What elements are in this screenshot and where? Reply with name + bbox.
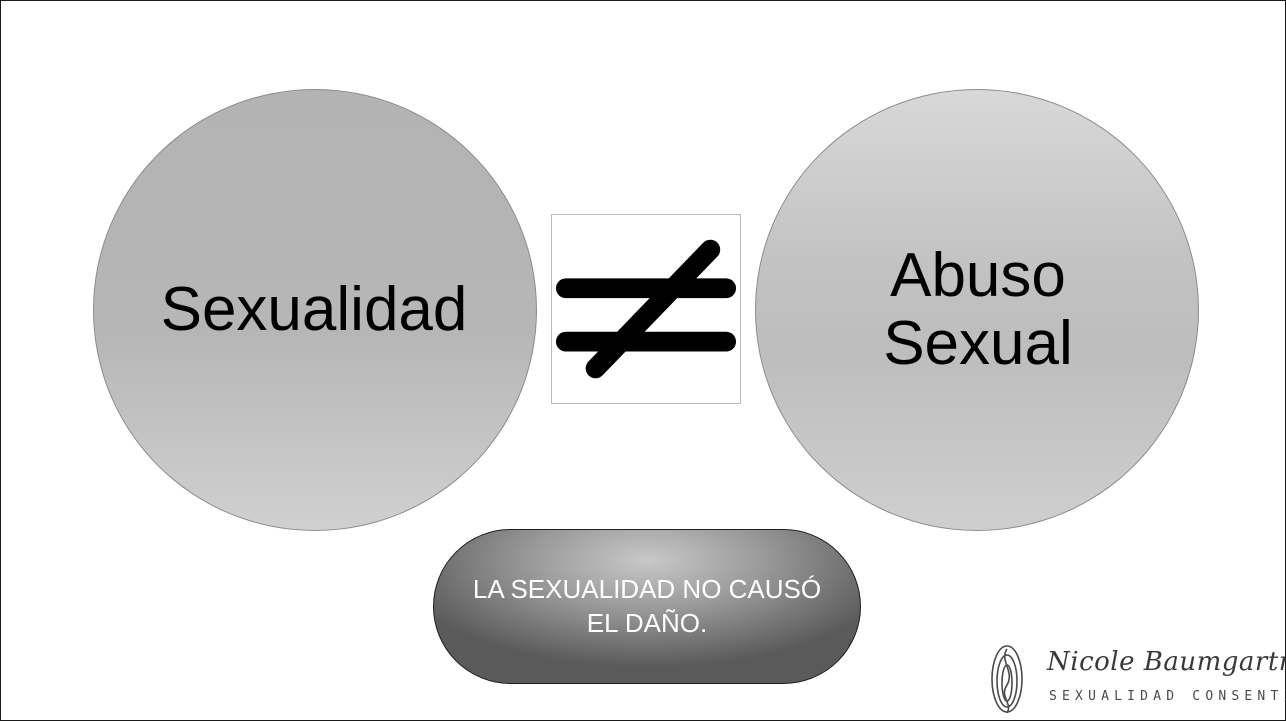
not-equal-box	[551, 214, 741, 404]
logo-tagline: SEXUALIDAD CONSENTIDA	[1049, 689, 1286, 704]
logo-name: Nicole Baumgartner	[1047, 647, 1286, 677]
callout-text: LA SEXUALIDAD NO CAUSÓ EL DAÑO.	[472, 574, 822, 638]
abuso-label: Abuso	[890, 240, 1066, 310]
brand-logo: Nicole Baumgartner SEXUALIDAD CONSENTIDA	[985, 639, 1286, 719]
not-equal-icon	[555, 239, 737, 379]
sexualidad-label: Sexualidad	[160, 275, 468, 344]
sexualidad-circle: Sexualidad	[93, 89, 537, 531]
leaf-logo-icon	[991, 645, 1023, 714]
sexual-label: Sexual	[883, 309, 1073, 378]
callout-pill: LA SEXUALIDAD NO CAUSÓ EL DAÑO.	[433, 529, 861, 684]
abuso-sexual-circle: Abuso Sexual	[755, 89, 1199, 531]
